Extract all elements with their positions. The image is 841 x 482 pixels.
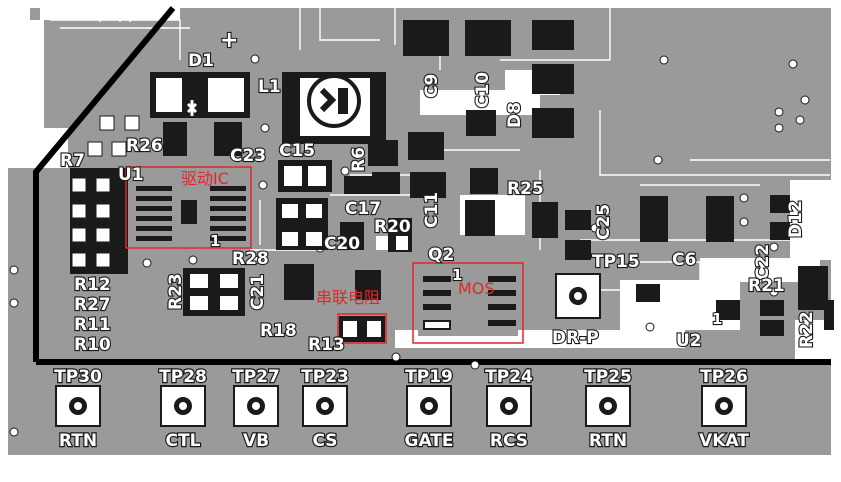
designator-r22: R22 xyxy=(797,311,817,348)
test-point-id: TP26 xyxy=(700,367,748,387)
designator-tp15: TP15 xyxy=(592,252,640,272)
test-point-id: TP23 xyxy=(301,367,349,387)
designator-u2: U2 xyxy=(676,331,702,351)
driver-ic-annotation: 驱动IC xyxy=(181,169,229,188)
silkscreen-labels: + D1 L1 R26 R7 U1 C23 C15 R6 C9 C10 D8 C… xyxy=(59,27,818,356)
driver-ic-u1 xyxy=(70,115,250,274)
designator-d12: D12 xyxy=(786,200,806,238)
inductor-l1 xyxy=(282,72,386,144)
designator-c6: C6 xyxy=(672,250,696,270)
designator-c11: C11 xyxy=(422,192,442,228)
trace-lines xyxy=(17,8,830,320)
test-point-drill-center xyxy=(74,402,82,410)
test-point-drill-center xyxy=(604,402,612,410)
designator-r11: R11 xyxy=(74,315,111,335)
test-point-drill-center xyxy=(252,402,260,410)
designator-c15: C15 xyxy=(279,141,315,161)
designator-q2: Q2 xyxy=(428,245,454,265)
test-point-net-label: RTN xyxy=(589,431,627,451)
designator-c21: C21 xyxy=(248,274,268,310)
designator-dr-p: DR-P xyxy=(552,328,599,348)
designator-d8: D8 xyxy=(505,102,525,128)
designator-r13: R13 xyxy=(308,335,345,355)
vias xyxy=(9,54,810,437)
test-point-pad xyxy=(585,385,631,427)
test-point-net-label: RTN xyxy=(59,431,97,451)
test-point-id: TP28 xyxy=(159,367,207,387)
designator-c9: C9 xyxy=(422,74,442,98)
designator-r27: R27 xyxy=(74,295,111,315)
test-point-net-label: GATE xyxy=(405,431,454,451)
test-point-id: TP30 xyxy=(54,367,102,387)
test-point-drill-center xyxy=(425,402,433,410)
designator-r28: R28 xyxy=(232,249,269,269)
mosfet-q2 xyxy=(418,270,518,336)
designator-r23: R23 xyxy=(166,273,186,310)
designator-r10: R10 xyxy=(74,335,111,355)
designator-d1: D1 xyxy=(188,51,214,71)
series-resistor-annotation: 串联电阻 xyxy=(316,288,380,307)
designator-l1: L1 xyxy=(258,77,281,97)
diode-d1 xyxy=(150,72,250,156)
designator-r26: R26 xyxy=(126,136,163,156)
test-point-drill-center xyxy=(179,402,187,410)
test-point-drill-center xyxy=(720,402,728,410)
designator-c23: C23 xyxy=(230,146,266,166)
designator-r18: R18 xyxy=(260,321,297,341)
designator-c10: C10 xyxy=(473,72,493,108)
designator-r21: R21 xyxy=(748,276,785,296)
capacitors-c9-c10 xyxy=(368,20,790,260)
mos-annotation: MOS xyxy=(458,279,495,298)
designator-c20: C20 xyxy=(324,234,360,254)
series-resistor-pads xyxy=(339,316,385,342)
designator-c25: C25 xyxy=(594,204,614,240)
test-point-net-label: VKAT xyxy=(699,431,749,451)
series-resistor-highlight xyxy=(337,313,387,344)
test-point-net-label: CTL xyxy=(166,431,201,451)
board-outline xyxy=(33,6,831,365)
designator-r6: R6 xyxy=(349,147,369,172)
pin1-mark-q2: 1 xyxy=(452,266,462,284)
u2-area xyxy=(636,266,834,336)
designator-r7: R7 xyxy=(60,151,85,171)
designator-r25: R25 xyxy=(507,179,544,199)
passive-components-left xyxy=(183,160,412,316)
designator-r12: R12 xyxy=(74,275,111,295)
test-point-net-label: CS xyxy=(312,431,337,451)
designator-u1: U1 xyxy=(118,165,144,185)
designator-c22: C22 xyxy=(753,244,773,280)
test-point-drill-center xyxy=(505,402,513,410)
test-point-id: TP27 xyxy=(232,367,280,387)
designator-r20: R20 xyxy=(374,217,411,237)
driver-ic-highlight xyxy=(125,166,252,249)
mos-highlight xyxy=(412,262,524,344)
test-point-id: TP19 xyxy=(405,367,453,387)
plus-mark: + xyxy=(220,28,238,53)
test-point-net-label: VB xyxy=(243,431,269,451)
designator-c17: C17 xyxy=(345,199,381,219)
dr-p-test-pad xyxy=(555,273,601,319)
test-point-id: TP24 xyxy=(485,367,533,387)
pin1-mark-u2: 1 xyxy=(712,310,722,328)
test-point-drill-center xyxy=(321,402,329,410)
test-point-net-label: RCS xyxy=(490,431,528,451)
test-point-id: TP25 xyxy=(584,367,632,387)
pin1-mark-u1: 1 xyxy=(210,232,220,250)
